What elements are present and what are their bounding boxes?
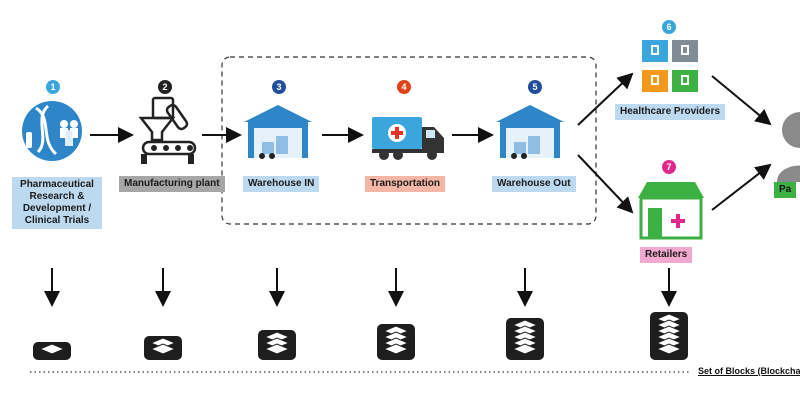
block-layer [263,343,291,355]
flow-arrow [711,163,772,211]
block-layer [511,343,539,355]
flow-arrow [577,72,634,126]
block-layer [655,343,683,355]
warehouse-in-icon [244,105,312,159]
step-number-badge: 5 [528,80,542,94]
block-layer [38,343,66,355]
flow-arrow [577,154,634,214]
patient-icon [777,112,800,182]
step-number-badge: 4 [397,80,411,94]
step-number-badge: 1 [46,80,60,94]
retail-store-icon [638,182,704,240]
step-label-patient: Pa [774,182,797,198]
manufacturing-plant-icon [138,96,197,164]
step-number-badge: 6 [662,20,676,34]
block-layer [382,343,410,355]
step-number-badge: 2 [158,80,172,94]
step-label-warehouse-out: Warehouse Out [492,176,576,192]
step-label-transportation: Transportation [365,176,446,192]
logistics-group-box [221,56,597,225]
step-label-warehouse-in: Warehouse IN [243,176,320,192]
step-label-research: Pharmaceutical Research & Development / … [12,177,102,229]
blockchain-caption: Set of Blocks (Blockcha [698,366,800,376]
truck-icon [372,117,444,160]
research-icon [22,101,82,161]
step-number-badge: 3 [272,80,286,94]
healthcare-buildings-icon [642,40,698,92]
step-label-healthcare: Healthcare Providers [615,104,726,120]
step-number-badge: 7 [662,160,676,174]
step-label-retailers: Retailers [640,247,693,263]
flow-arrow [711,75,772,126]
block-layer [149,343,177,355]
warehouse-out-icon [496,105,564,159]
step-label-manufacturing: Manufacturing plant [119,176,225,192]
